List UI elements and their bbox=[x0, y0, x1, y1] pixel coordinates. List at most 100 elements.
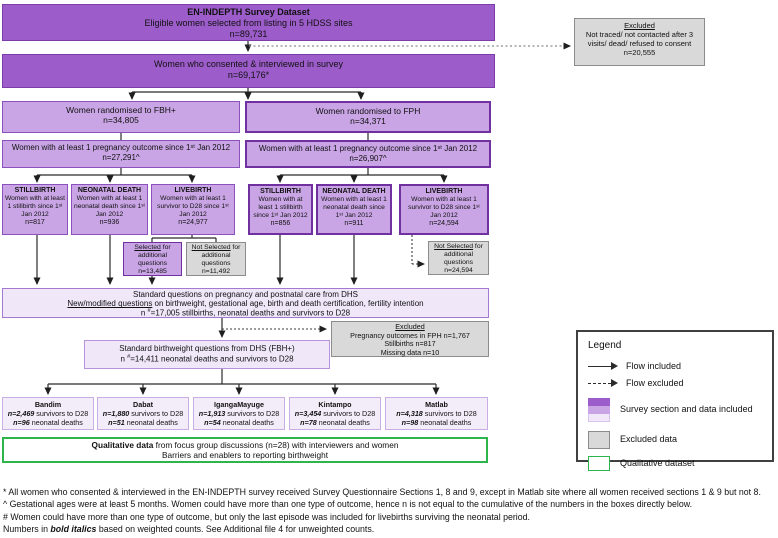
standard-questions-n-sup: # bbox=[147, 308, 151, 315]
standard-questions-n-pre: n bbox=[140, 309, 148, 319]
site-survivors-n: n=1,880 bbox=[102, 409, 130, 418]
site-deaths-rest: neonatal deaths bbox=[29, 418, 83, 427]
fbh-livebirth-box: LIVEBIRTH Women with at least 1 survivor… bbox=[151, 184, 235, 235]
site-survivors-rest: survivors to D28 bbox=[422, 409, 477, 418]
site-deaths-n: n=54 bbox=[204, 418, 221, 427]
site-name: Kintampo bbox=[318, 400, 352, 409]
excluded-title: Excluded bbox=[624, 21, 655, 30]
solid-arrow-icon bbox=[588, 362, 618, 371]
fph-livebirth-n: n=24,594 bbox=[429, 219, 459, 227]
not-selected-fbh-n: n=11,492 bbox=[201, 268, 231, 276]
site-deaths-rest: neonatal deaths bbox=[124, 418, 178, 427]
site-name: Matlab bbox=[425, 400, 448, 409]
excluded-fph-title: Excluded bbox=[395, 322, 425, 331]
site-deaths-rest: neonatal deaths bbox=[316, 418, 370, 427]
dataset-subtitle: Eligible women selected from listing in … bbox=[144, 17, 353, 28]
fbh-randomised-n: n=34,805 bbox=[103, 115, 139, 126]
footnotes: * All women who consented & interviewed … bbox=[3, 486, 775, 535]
fbh-stillbirth-title: STILLBIRTH bbox=[14, 187, 56, 194]
site-survivors-rest: survivors to D28 bbox=[321, 409, 376, 418]
excluded-fph-line2: Stillbirths n=817 bbox=[384, 339, 436, 349]
standard-questions-line2-rest: on birthweight, gestational age, birth a… bbox=[152, 299, 424, 309]
site-deaths: n=54 neonatal deaths bbox=[195, 418, 283, 427]
site-deaths-n: n=78 bbox=[300, 418, 317, 427]
site-deaths: n=96 neonatal deaths bbox=[4, 418, 92, 427]
green-outline-swatch-icon bbox=[588, 455, 610, 471]
fph-neonatal-n: n=911 bbox=[344, 219, 364, 227]
standard-questions-n-rest: =17,005 stillbirths, neonatal deaths and… bbox=[150, 309, 351, 319]
fph-stillbirth-box: STILLBIRTH Women with at least 1 stillbi… bbox=[248, 184, 313, 235]
legend-item-excluded-data: Excluded data bbox=[588, 430, 762, 449]
standard-questions-box: Standard questions on pregnancy and post… bbox=[2, 288, 489, 318]
fbh-stillbirth-body: Women with at least 1 stillbirth since 1… bbox=[4, 195, 66, 218]
fbh-stillbirth-n: n=817 bbox=[25, 218, 45, 226]
site-survivors: n=1,880 survivors to D28 bbox=[99, 409, 187, 418]
site-deaths-rest: neonatal deaths bbox=[220, 418, 274, 427]
site-deaths-n: n=51 bbox=[108, 418, 125, 427]
site-box-bandim: Bandim n=2,469 survivors to D28 n=96 neo… bbox=[2, 397, 94, 430]
legend: Legend Flow included Flow excluded Surve… bbox=[576, 330, 774, 471]
legend-label: Qualitative dataset bbox=[620, 457, 695, 468]
not-selected-fph-box: Not Selected for additional questions n=… bbox=[428, 241, 489, 275]
not-selected-fbh-rest: for additional questions bbox=[201, 244, 241, 268]
excluded-fph-box: Excluded Pregnancy outcomes in FPH n=1,7… bbox=[331, 321, 489, 357]
excluded-fph-line1: Pregnancy outcomes in FPH n=1,767 bbox=[350, 330, 470, 340]
site-survivors-rest: survivors to D28 bbox=[34, 409, 89, 418]
fbh-neonatal-box: NEONATAL DEATH Women with at least 1 neo… bbox=[71, 184, 148, 235]
birthweight-line1: Standard birthweight questions from DHS … bbox=[119, 344, 295, 353]
site-name: IgangaMayuge bbox=[214, 400, 264, 409]
footnote-weighted-counts: Numbers in bold italics based on weighte… bbox=[3, 523, 775, 535]
dataset-n: n=89,731 bbox=[229, 28, 268, 39]
fbh-neonatal-title: NEONATAL DEATH bbox=[77, 187, 142, 194]
qualitative-rest: from focus group discussions (n=28) with… bbox=[153, 440, 399, 450]
excluded-n: n=20,555 bbox=[623, 48, 656, 57]
selected-lead: Selected bbox=[134, 244, 161, 251]
fph-neonatal-title: NEONATAL DEATH bbox=[322, 188, 386, 195]
site-survivors-n: n=2,469 bbox=[7, 409, 35, 418]
legend-label: Flow excluded bbox=[626, 377, 684, 388]
fbh-neonatal-body: Women with at least 1 neonatal death sin… bbox=[73, 195, 146, 218]
fph-neonatal-body: Women with at least 1 neonatal death sin… bbox=[321, 196, 387, 219]
selected-rest: for additional questions bbox=[137, 244, 171, 268]
fbh-randomised-box: Women randomised to FBH+ n=34,805 bbox=[2, 101, 240, 133]
birthweight-n: n #=14,411 neonatal deaths and survivors… bbox=[85, 354, 329, 364]
fph-pregnancy-box: Women with at least 1 pregnancy outcome … bbox=[245, 140, 491, 168]
footnote-pre: Numbers in bbox=[3, 523, 51, 534]
qualitative-box: Qualitative data from focus group discus… bbox=[2, 437, 488, 463]
fbh-stillbirth-box: STILLBIRTH Women with at least 1 stillbi… bbox=[2, 184, 68, 235]
site-deaths-n: n=98 bbox=[401, 418, 419, 427]
dataset-title: EN-INDEPTH Survey Dataset bbox=[187, 7, 310, 17]
excluded-body: Not traced/ not contacted after 3 visits… bbox=[585, 30, 694, 48]
fph-randomised-box: Women randomised to FPH n=34,371 bbox=[245, 101, 491, 133]
fph-randomised-n: n=34,371 bbox=[350, 116, 386, 127]
site-survivors: n=3,454 survivors to D28 bbox=[291, 409, 379, 418]
footnote-gestational: ^ Gestational ages were at least 5 month… bbox=[3, 499, 693, 510]
site-deaths-rest: neonatal deaths bbox=[418, 418, 472, 427]
legend-item-survey-section: Survey section and data included bbox=[588, 397, 762, 422]
legend-label: Excluded data bbox=[620, 434, 678, 445]
site-survivors: n=2,469 survivors to D28 bbox=[4, 409, 92, 418]
consent-box: Women who consented & interviewed in sur… bbox=[2, 54, 495, 88]
fbh-pregnancy-box: Women with at least 1 pregnancy outcome … bbox=[2, 140, 240, 168]
footnote-outcome-types: # Women could have more than one type of… bbox=[3, 511, 530, 522]
fbh-livebirth-title: LIVEBIRTH bbox=[174, 187, 212, 194]
fph-stillbirth-body: Women with at least 1 stillbirth since 1… bbox=[253, 196, 308, 219]
site-survivors: n=4,318 survivors to D28 bbox=[387, 409, 486, 418]
legend-label: Flow included bbox=[626, 361, 682, 371]
fph-neonatal-box: NEONATAL DEATH Women with at least 1 neo… bbox=[316, 184, 392, 235]
fbh-neonatal-n: n=936 bbox=[99, 218, 120, 226]
site-survivors-n: n=4,318 bbox=[396, 409, 423, 418]
site-box-igangamayuge: IgangaMayuge n=1,913 survivors to D28 n=… bbox=[193, 397, 285, 430]
dataset-box: EN-INDEPTH Survey Dataset Eligible women… bbox=[2, 4, 495, 41]
legend-item-flow-included: Flow included bbox=[588, 361, 762, 372]
selected-box: Selected for additional questions n=13,4… bbox=[123, 242, 182, 276]
qualitative-lead: Qualitative data bbox=[91, 440, 154, 450]
standard-questions-line2: New/modified questions on birthweight, g… bbox=[3, 299, 488, 308]
fph-pregnancy-label: Women with at least 1 pregnancy outcome … bbox=[258, 144, 478, 153]
not-selected-fph-n: n=24,594 bbox=[444, 267, 473, 275]
fph-livebirth-box: LIVEBIRTH Women with at least 1 survivor… bbox=[399, 184, 489, 235]
site-deaths-n: n=96 bbox=[13, 418, 30, 427]
fph-stillbirth-n: n=856 bbox=[270, 219, 291, 227]
